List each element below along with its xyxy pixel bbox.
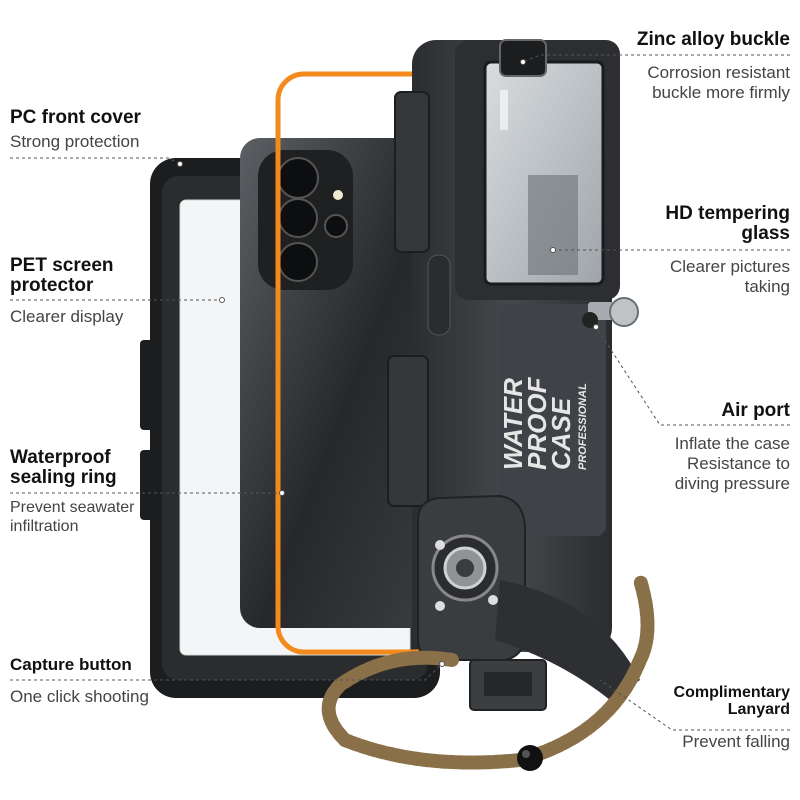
label-title: Lanyard [727,700,790,718]
label-subtitle: Prevent falling [682,731,790,751]
label-title: Air port [721,400,790,421]
air-valve-knob-icon [582,297,639,328]
label-zinc-buckle: Zinc alloy buckle Corrosion resistant bu… [637,30,790,102]
label-title: sealing ring [10,466,117,488]
label-subtitle: Prevent seawater [10,498,135,516]
label-subtitle: diving pressure [674,473,790,493]
label-subtitle: Inflate the case [674,433,790,453]
shutter-button-icon [431,534,499,602]
label-lanyard: Complimentary Lanyard Prevent falling [673,684,790,751]
label-title: PC front cover [10,107,141,128]
case-print-line4: PROFESSIONAL [577,383,589,470]
label-title: Complimentary [673,684,790,701]
smartphone [240,138,430,628]
label-title: PET screen [10,255,114,276]
case-print-line3: CASE [546,397,576,470]
camera-lens-icon [278,198,318,238]
camera-lens-icon [324,214,348,238]
label-subtitle: infiltration [10,517,79,535]
label-title: Capture button [10,655,132,674]
camera-lens-icon [277,157,319,199]
label-title: Waterproof [10,447,111,468]
label-subtitle: One click shooting [10,686,149,706]
label-subtitle: Clearer pictures [670,256,790,276]
label-title: protector [10,274,94,296]
label-waterproof-ring: Waterproof sealing ring Prevent seawater… [10,448,135,535]
label-title: HD tempering [665,203,790,224]
label-pc-front-cover: PC front cover Strong protection [10,108,141,151]
label-subtitle: Strong protection [10,131,140,151]
label-hd-glass: HD tempering glass Clearer pictures taki… [665,204,790,296]
label-title: glass [741,222,790,244]
case-print-line1: WATER [498,378,528,470]
zinc-buckle [499,39,547,77]
label-subtitle: Clearer display [10,306,124,326]
label-pet-screen-protector: PET screen protector Clearer display [10,256,123,326]
leader-lines [10,54,790,731]
label-air-port: Air port Inflate the case Resistance to … [675,401,790,492]
label-subtitle: Corrosion resistant [647,62,790,82]
label-capture-button: Capture button One click shooting [10,656,149,706]
label-subtitle: buckle more firmly [652,82,790,102]
label-subtitle: Resistance to [687,453,790,473]
label-subtitle: taking [744,276,790,296]
camera-lens-icon [278,242,318,282]
label-title: Zinc alloy buckle [636,29,790,50]
case-print-line2: PROOF [522,376,552,470]
waterproof-case: WATER PROOF CASE PROFESSIONAL [387,39,640,711]
